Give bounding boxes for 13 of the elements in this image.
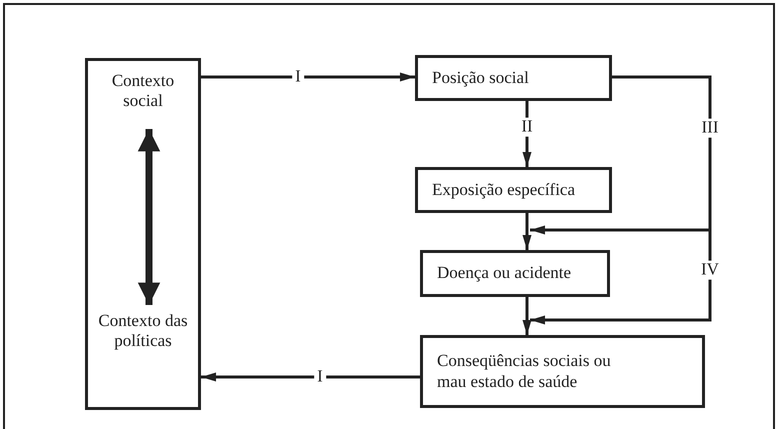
context-label: Contexto das políticas — [96, 311, 190, 377]
arrow — [201, 72, 415, 82]
arrow — [522, 213, 532, 250]
arrow — [522, 297, 532, 335]
context-label: Contexto social — [100, 71, 186, 115]
arrow — [522, 101, 532, 167]
process-box: Exposição específica — [415, 167, 612, 213]
process-box: Doença ou acidente — [420, 250, 610, 297]
process-box: Conseqüências sociais ou mau estado de saúde — [420, 335, 705, 408]
outline-box — [85, 58, 201, 410]
arrow — [138, 129, 160, 305]
process-box: Posição social — [415, 55, 612, 101]
arrow — [201, 372, 420, 382]
